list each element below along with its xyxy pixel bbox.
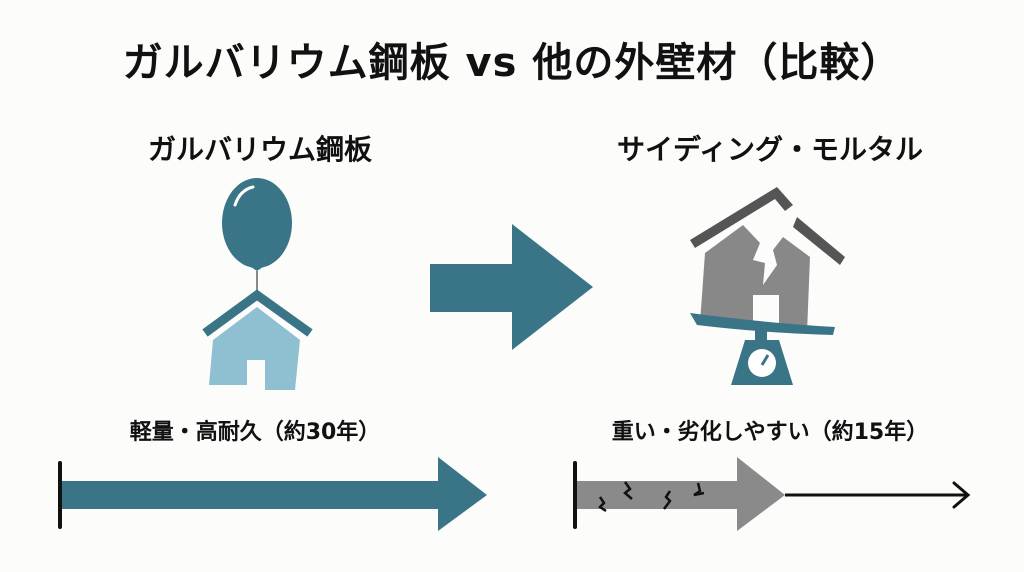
left-heading: ガルバリウム鋼板 bbox=[147, 133, 372, 166]
lifespan-bar-30-years bbox=[58, 457, 487, 531]
right-heading: サイディング・モルタル bbox=[616, 133, 924, 166]
lifespan-bar-15-years bbox=[573, 457, 971, 531]
page-title: ガルバリウム鋼板 vs 他の外壁材（比較） bbox=[122, 40, 902, 86]
right-caption: 重い・劣化しやすい（約15年） bbox=[611, 420, 929, 445]
comparison-arrow-icon bbox=[430, 224, 593, 350]
left-caption: 軽量・高耐久（約30年） bbox=[129, 420, 381, 445]
balloon-house-icon bbox=[202, 178, 313, 390]
cracked-house-on-scale-icon bbox=[690, 187, 845, 385]
